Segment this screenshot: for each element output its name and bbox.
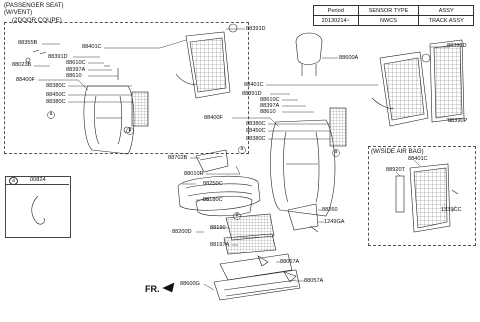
callout-88200D: 88200D [172,229,192,235]
seatback-cushion-seams [94,95,123,145]
badge-a-1 [47,111,55,119]
callout-88610: 88610 [66,73,82,79]
header-vent: (W/VENT) [4,9,33,16]
callout-88391D: 88391D [48,54,68,60]
callout-88391D: 88391D [246,26,266,32]
badge-a-5 [233,212,241,220]
period-table: Period SENSOR TYPE ASSY 20130214~ NWCS T… [313,5,474,26]
badge-a-4 [332,149,340,157]
assy-cell: TRACK ASSY [418,15,474,26]
front-arrow-icon [162,282,175,293]
badge-a-letter: a [128,127,132,133]
seatback-frame-coupe [185,31,231,99]
part-inset-header [5,176,69,185]
airbag-frame [409,163,451,233]
clip-icon [31,195,45,225]
header-passenger-seat: (PASSENGER SEAT) [4,2,64,9]
callout-88197A: 88197A [210,242,230,248]
cushion-mat [225,213,275,241]
callout-88600G: 88600G [180,281,200,287]
seat-cushion [177,175,261,211]
callout-88610C: 88610C [260,97,280,103]
callout-88401C: 88401C [244,82,264,88]
part-inset-box [5,176,71,238]
badge-a-letter: a [235,212,239,218]
callout-88190: 88190 [210,225,226,231]
callout-88067A: 88067A [280,259,300,265]
callout-88380C: 88380C [46,83,66,89]
callout-88610C: 88610C [66,60,86,66]
side-airbag-title: (W/SIDE AIR BAG) [371,148,424,155]
pad-main [329,107,347,147]
headrest [295,32,323,65]
badge-a-letter: a [49,111,53,117]
part-inset-badge: a [9,177,18,185]
callout-88920T: 88920T [386,167,405,173]
callout-1249GA: 1249GA [324,219,345,225]
callout-88391D: 88391D [447,43,467,49]
recliner-bracket [195,149,229,173]
callout-88380C: 88380C [46,99,66,105]
badge-a-3 [238,146,246,154]
cushion-frame [223,233,277,255]
callout-1339CC: 1339CC [441,207,462,213]
front-direction-label: FR. [145,284,160,294]
badge-a-letter: a [334,149,338,155]
callout-88400F: 88400F [16,77,35,83]
badge-a-letter: a [240,146,244,152]
seat-track-upper [219,253,293,281]
callout-88250C: 88250C [203,181,223,187]
pad-coupe [131,91,149,127]
seat-track [213,269,301,301]
part-inset-code: 00824 [30,177,46,183]
callout-88010R: 88010R [184,171,204,177]
table-row: 20130214~ NWCS TRACK ASSY [313,15,474,26]
side-airbag-box [368,146,476,246]
sensor-type-cell: NWCS [357,15,420,26]
callout-88400F: 88400F [204,115,223,121]
callout-88397A: 88397A [260,103,280,109]
callout-88401C: 88401C [82,44,102,50]
knob-coupe [228,23,238,33]
callout-88397A: 88397A [66,67,86,73]
knob-right [421,53,431,63]
callout-88260: 88260 [322,207,338,213]
seatback-cushion-coupe [83,85,135,155]
badge-a-2 [126,127,134,135]
callout-88390P: 88390P [448,118,468,124]
callout-88057A: 88057A [304,278,324,284]
callout-88355B: 88355B [18,40,38,46]
seatback-frame [379,51,429,127]
seatback-cushion [270,119,336,217]
callout-88702B: 88702B [168,155,188,161]
callout-88380C: 88380C [246,121,266,127]
coupe-group-box [4,22,249,154]
callout-88023B: 88023B [12,62,32,68]
callout-88600A: 88600A [339,55,359,61]
callout-88180C: 88180C [203,197,223,203]
callout-88610: 88610 [260,109,276,115]
callout-88450C: 88450C [246,128,266,134]
header-coupe: (2DOOR COUPE) [12,17,62,24]
back-panel [429,39,465,123]
side-cover [287,203,319,231]
airbag-module [395,175,405,213]
callout-88391D: 88391D [242,91,262,97]
callout-88380C: 88380C [246,136,266,142]
callout-88401C: 88401C [408,156,428,162]
callout-88450C: 88450C [46,92,66,98]
